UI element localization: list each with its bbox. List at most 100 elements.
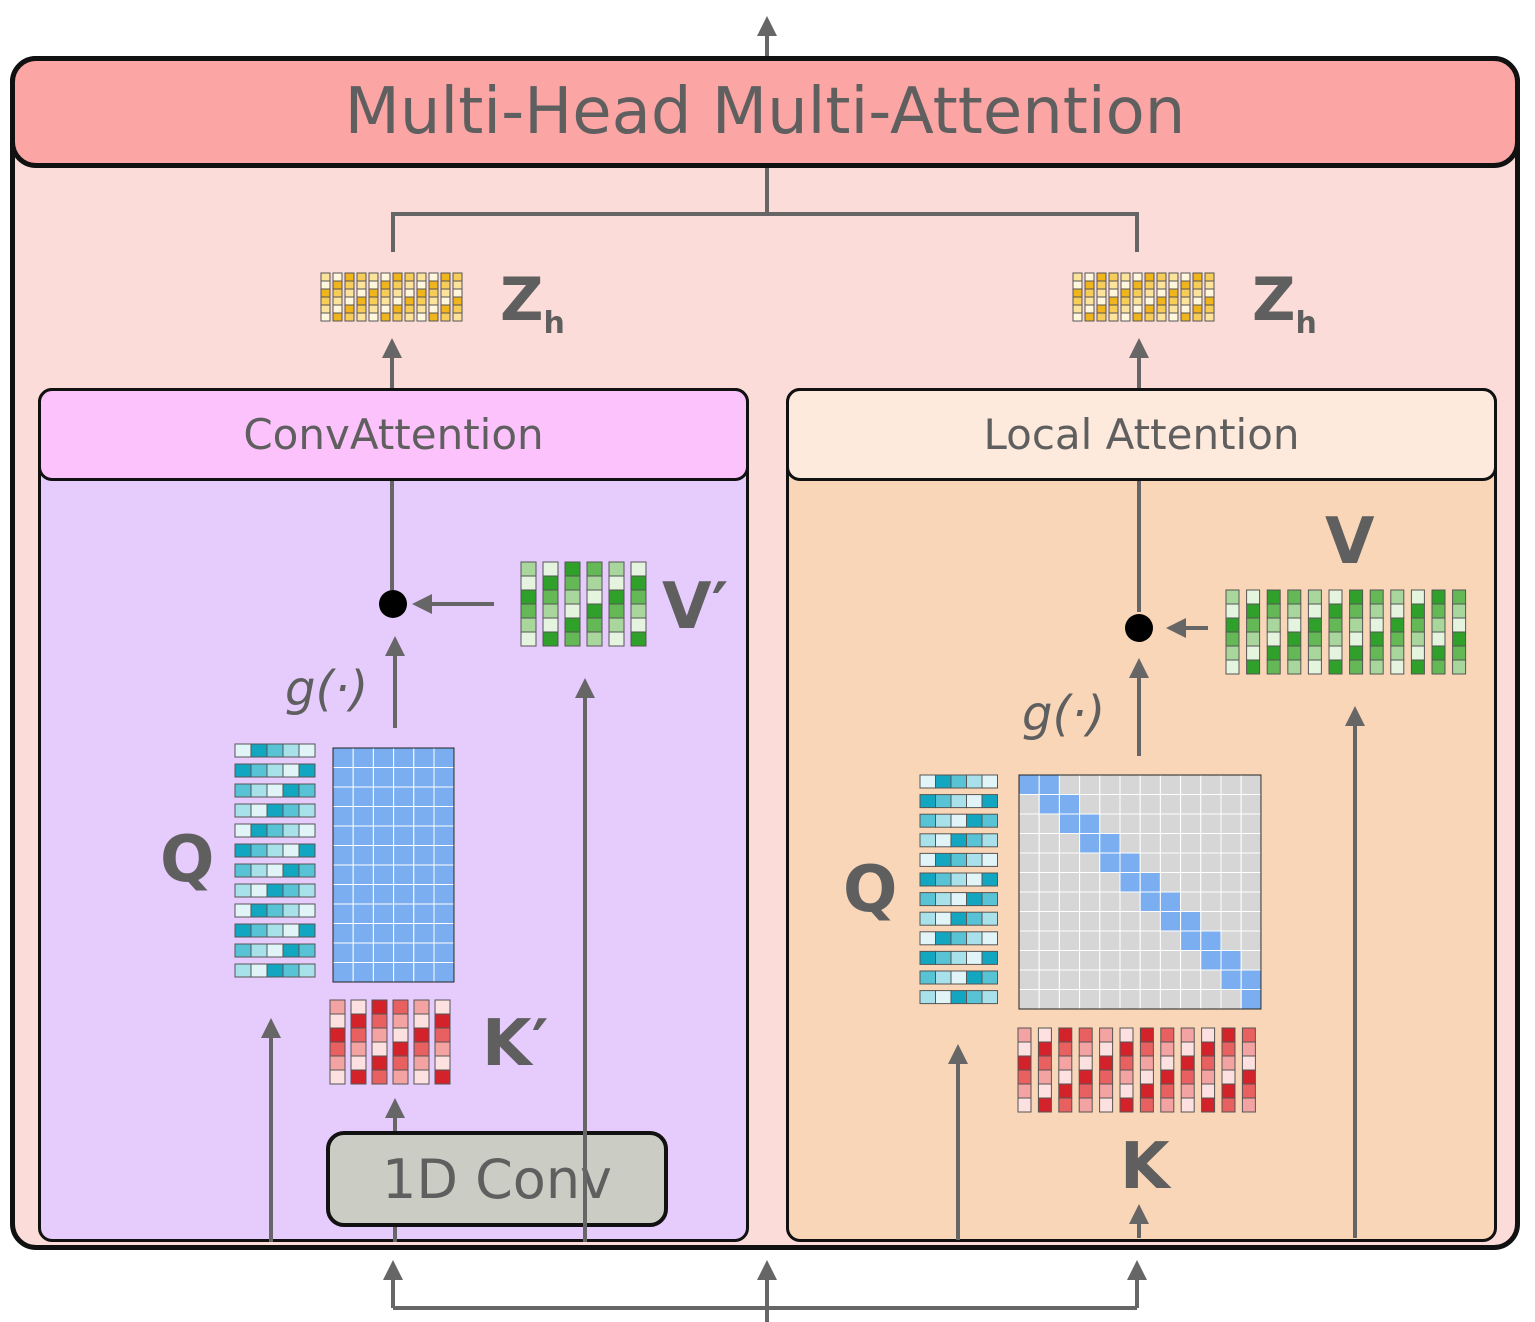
right-z-matrix-cell — [1108, 296, 1119, 306]
right-attention-cell — [1139, 852, 1161, 873]
right-z-matrix-cell — [1192, 272, 1203, 282]
right-z-matrix-cell — [1204, 304, 1215, 314]
right-k-matrix-cell — [1078, 1055, 1093, 1071]
left-v-matrix-cell — [542, 617, 559, 633]
right-q-matrix-cell — [950, 931, 967, 946]
right-attention-cell — [1058, 930, 1081, 951]
right-q-matrix-cell — [981, 852, 998, 867]
right-attention-cell — [1038, 989, 1060, 1010]
left-q-matrix-cell — [298, 763, 316, 778]
right-attention-cell — [1099, 930, 1121, 951]
left-q-matrix-cell — [234, 883, 252, 898]
right-z-matrix-cell — [1072, 272, 1083, 282]
right-attention-cell — [1058, 852, 1081, 873]
right-q-matrix-cell — [966, 872, 983, 887]
right-attention-cell — [1240, 930, 1262, 951]
right-v-matrix-cell — [1307, 603, 1322, 619]
left-z-matrix-cell — [416, 280, 427, 290]
right-q-matrix-cell — [919, 833, 936, 848]
right-k-matrix-cell — [1099, 1083, 1114, 1099]
left-k-matrix-cell — [392, 1027, 409, 1043]
left-z-matrix-cell — [320, 280, 331, 290]
left-z-matrix-cell — [380, 288, 391, 298]
right-k-matrix-cell — [1078, 1041, 1093, 1057]
right-attention-cell — [1139, 930, 1161, 951]
right-attention-cell — [1119, 852, 1141, 873]
right-k-matrix-cell — [1119, 1027, 1134, 1043]
left-v-matrix-cell — [520, 575, 537, 591]
left-k-matrix-cell — [434, 1069, 451, 1085]
left-v-matrix-cell — [564, 589, 581, 605]
right-q-matrix-cell — [919, 970, 936, 985]
right-q-matrix-cell — [935, 892, 952, 907]
left-g-label: g(·) — [285, 661, 369, 717]
right-k-matrix-cell — [1160, 1027, 1175, 1043]
right-k-matrix-cell — [1241, 1027, 1256, 1043]
left-z-matrix-cell — [332, 312, 343, 322]
right-attention-cell — [1018, 891, 1040, 912]
left-k-matrix-cell — [350, 1055, 367, 1071]
right-q-matrix-cell — [935, 774, 952, 789]
right-k-matrix-cell — [1017, 1041, 1032, 1057]
right-z-matrix-cell — [1144, 312, 1155, 322]
left-attention-cell — [413, 845, 435, 866]
right-z-matrix-cell — [1168, 272, 1179, 282]
left-v-matrix-cell — [586, 561, 603, 577]
right-k-matrix-cell — [1058, 1083, 1073, 1099]
right-g-label: g(·) — [1022, 686, 1106, 742]
right-z-matrix-cell — [1108, 288, 1119, 298]
left-attention-cell — [433, 825, 455, 846]
left-q-matrix-cell — [298, 843, 316, 858]
right-z-matrix-cell — [1156, 272, 1167, 282]
right-attention-cell — [1018, 911, 1040, 932]
right-attention-cell — [1139, 911, 1161, 932]
left-z-matrix-cell — [320, 272, 331, 282]
left-k-matrix-cell — [413, 1027, 430, 1043]
right-attention-cell — [1220, 813, 1242, 834]
left-k-matrix-cell — [329, 1041, 346, 1057]
left-attention-cell — [413, 786, 435, 807]
right-z-matrix-cell — [1132, 304, 1143, 314]
left-q-matrix-cell — [250, 923, 268, 938]
right-attention-cell — [1240, 872, 1262, 893]
right-v-matrix-cell — [1452, 645, 1467, 661]
right-z-label: Zh — [1252, 270, 1317, 339]
right-attention-cell — [1079, 813, 1101, 834]
left-z-matrix-cell — [380, 272, 391, 282]
left-z-matrix-cell — [452, 288, 463, 298]
right-v-matrix-cell — [1369, 603, 1384, 619]
left-q-matrix-cell — [250, 903, 268, 918]
right-attention-cell — [1139, 794, 1161, 815]
right-v-matrix-cell — [1349, 617, 1364, 633]
left-attention-cell — [352, 786, 374, 807]
left-attention-cell — [433, 767, 455, 788]
right-k-matrix-cell — [1201, 1069, 1216, 1085]
left-z-matrix-cell — [428, 272, 439, 282]
right-k-matrix-cell — [1160, 1069, 1175, 1085]
right-q-matrix-cell — [966, 990, 983, 1005]
left-k-matrix-cell — [413, 1013, 430, 1029]
left-q-matrix-cell — [250, 763, 268, 778]
right-attention-cell — [1038, 872, 1060, 893]
right-attention-cell — [1159, 930, 1182, 951]
right-z-matrix-cell — [1180, 280, 1191, 290]
right-v-matrix-cell — [1287, 617, 1302, 633]
right-v-matrix-cell — [1287, 659, 1302, 675]
left-attention-cell — [413, 825, 435, 846]
left-attention-cell — [413, 747, 435, 768]
right-k-matrix-cell — [1119, 1055, 1134, 1071]
right-v-matrix-cell — [1431, 603, 1446, 619]
left-v-matrix-cell — [630, 617, 647, 633]
right-attention-cell — [1058, 813, 1081, 834]
right-q-matrix-cell — [981, 833, 998, 848]
left-q-matrix-cell — [282, 923, 300, 938]
right-k-matrix-cell — [1078, 1097, 1093, 1113]
left-q-matrix-cell — [234, 963, 252, 978]
left-q-matrix-cell — [250, 823, 268, 838]
right-attention-cell — [1180, 872, 1202, 893]
left-attention-cell — [413, 903, 435, 924]
right-attention-cell — [1180, 989, 1202, 1010]
right-z-matrix-cell — [1120, 288, 1131, 298]
left-z-matrix-cell — [452, 272, 463, 282]
right-k-matrix-cell — [1180, 1055, 1195, 1071]
